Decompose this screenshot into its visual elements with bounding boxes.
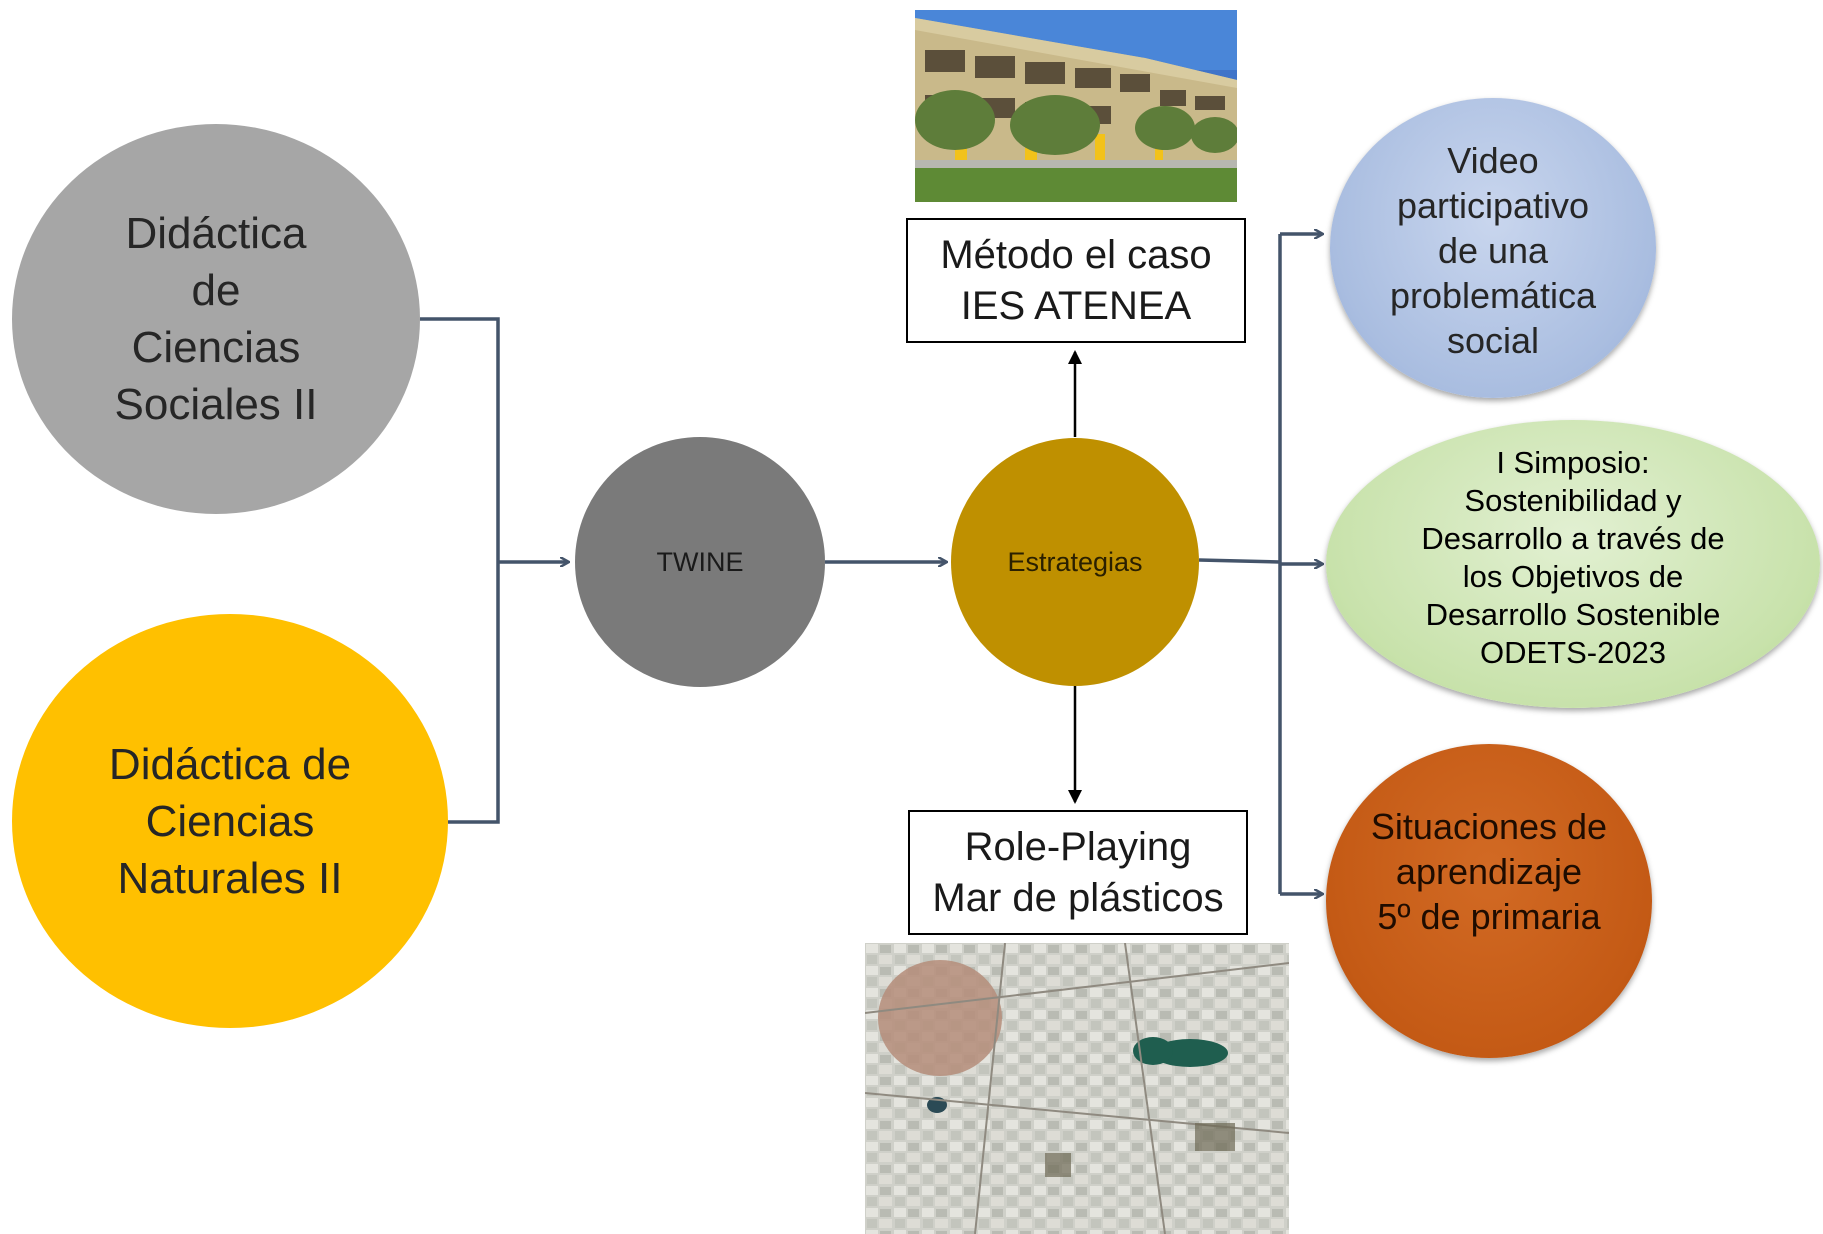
node-situaciones-aprendizaje: Situaciones de aprendizaje 5º de primari… <box>1326 744 1652 1058</box>
node-situaciones-aprendizaje-label: Situaciones de aprendizaje 5º de primari… <box>1370 805 1608 937</box>
node-role-playing: Role-Playing Mar de plásticos <box>908 810 1248 935</box>
node-estrategias-label: Estrategias <box>1007 546 1143 577</box>
node-video-participativo: Video participativo de una problemática … <box>1330 98 1656 398</box>
node-didactica-ciencias-naturales: Didáctica de Ciencias Naturales II <box>12 614 448 1028</box>
node-simposio-label: I Simposio: Sostenibilidad y Desarrollo … <box>1421 445 1725 670</box>
node-didactica-ciencias-sociales: Didáctica de Ciencias Sociales II <box>12 124 420 514</box>
school-building-photo <box>915 10 1237 202</box>
node-didactica-ciencias-sociales-label: Didáctica de Ciencias Sociales II <box>114 209 318 429</box>
node-twine: TWINE <box>575 437 825 687</box>
greenhouse-aerial-photo <box>865 943 1289 1234</box>
node-simposio: I Simposio: Sostenibilidad y Desarrollo … <box>1326 420 1820 708</box>
node-metodo-caso: Método el caso IES ATENEA <box>906 218 1246 343</box>
node-video-participativo-label: Video participativo de una problemática … <box>1389 139 1597 361</box>
node-role-playing-label: Role-Playing Mar de plásticos <box>932 824 1224 920</box>
node-metodo-caso-label: Método el caso IES ATENEA <box>940 232 1212 328</box>
connector-estrategias-out <box>1198 558 1281 564</box>
node-twine-label: TWINE <box>656 546 744 577</box>
node-estrategias: Estrategias <box>951 438 1199 686</box>
node-didactica-ciencias-naturales-label: Didáctica de Ciencias Naturales II <box>108 739 352 903</box>
connector-naturales <box>448 562 500 824</box>
connector-sociales <box>420 317 500 562</box>
